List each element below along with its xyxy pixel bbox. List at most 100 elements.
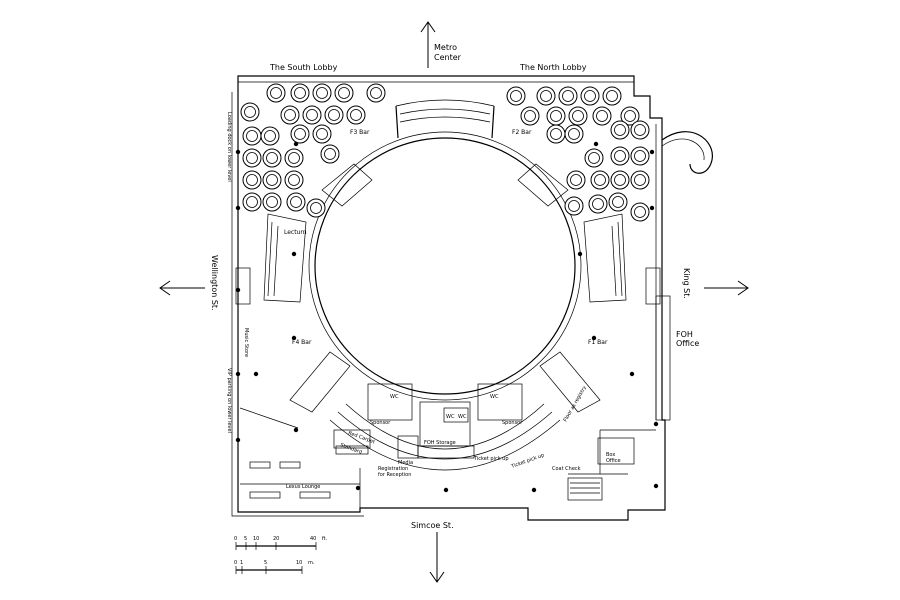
round-table [312, 83, 332, 103]
round-table [262, 192, 282, 212]
wc-left-label: WC [390, 394, 399, 400]
round-table [284, 148, 304, 168]
vip-parking-note: VIP parking on lower level [226, 368, 232, 433]
registry-note: Floor as registry [563, 385, 588, 423]
red-carpet-label: Red Carpet [347, 430, 375, 445]
scale-ft-unit: ft. [322, 536, 328, 542]
round-table [620, 106, 640, 126]
round-table [630, 146, 650, 166]
round-table [320, 144, 340, 164]
round-table [602, 86, 622, 106]
round-table [580, 86, 600, 106]
round-table [630, 120, 650, 140]
south-lobby-tables [240, 83, 386, 218]
round-table [312, 124, 332, 144]
round-table [262, 170, 282, 190]
lecturn-label: Lecturn [284, 229, 307, 236]
round-table [242, 126, 262, 146]
coat-check-label: Coat Check [552, 466, 581, 472]
south-lobby-label: The South Lobby [269, 63, 338, 72]
f3-bar-label: F3 Bar [350, 129, 370, 136]
west-label: Wellington St. [210, 255, 219, 311]
north-lobby-tables [506, 86, 650, 222]
south-label: Simcoe St. [411, 521, 454, 530]
round-table [334, 83, 354, 103]
east-arrow [704, 280, 749, 296]
round-table [536, 86, 556, 106]
round-table [558, 86, 578, 106]
round-table [610, 120, 630, 140]
round-table [290, 83, 310, 103]
round-table [242, 170, 262, 190]
scale-m-unit: m. [308, 560, 315, 566]
south-arrow [429, 532, 445, 583]
lexus-lounge-label: Lexus Lounge [286, 484, 320, 490]
loading-dock-note: Loading dock on lower level [226, 112, 232, 182]
round-table [564, 196, 584, 216]
round-table [262, 148, 282, 168]
scale-ft-20: 20 [273, 536, 279, 542]
round-table [242, 192, 262, 212]
f1-bar-label: F1 Bar [588, 339, 608, 346]
round-table [366, 83, 386, 103]
round-table [610, 146, 630, 166]
round-table [584, 148, 604, 168]
scale-ft-5: 5 [244, 536, 247, 542]
round-table [286, 192, 306, 212]
ticket-pickup-left-label: Ticket pick up [473, 456, 509, 462]
round-table [520, 106, 540, 126]
wc-right-label: WC [490, 394, 499, 400]
scale-m-0: 0 [234, 560, 237, 566]
round-table [290, 124, 310, 144]
arena-floor [308, 131, 582, 401]
north-arrow [420, 21, 436, 68]
round-table [592, 106, 612, 126]
sponsor-right-label: Sponsor [502, 420, 523, 426]
foh-storage-label: FOH Storage [424, 440, 456, 446]
round-table [546, 124, 566, 144]
round-table [302, 105, 322, 125]
round-table [564, 124, 584, 144]
spiral-stair [661, 131, 713, 174]
f4-bar-label: F4 Bar [292, 339, 312, 346]
round-table [568, 106, 588, 126]
round-table [630, 202, 650, 222]
round-table [608, 192, 628, 212]
media-label: Media [398, 460, 413, 466]
round-table [588, 194, 608, 214]
wc-mid-b-label: WC [458, 414, 467, 420]
round-table [324, 105, 344, 125]
round-table [346, 105, 366, 125]
round-table [610, 170, 630, 190]
east-label: King St. [682, 268, 691, 299]
music-store-label: Music Store [243, 328, 249, 357]
west-arrow [159, 280, 205, 296]
round-table [284, 170, 304, 190]
scale-m-5: 5 [264, 560, 267, 566]
round-table [566, 170, 586, 190]
scale-m-10: 10 [296, 560, 302, 566]
round-table [306, 198, 326, 218]
scale-bar-meters: 0 1 5 10 m. [234, 560, 315, 574]
ticket-pickup-right-label: Ticket pick up [510, 452, 545, 470]
round-table [546, 106, 566, 126]
seating-bowl [263, 99, 627, 471]
round-table [260, 126, 280, 146]
scale-ft-40: 40 [310, 536, 316, 542]
north-lobby-label: The North Lobby [519, 63, 587, 72]
sponsor-left-label: Sponsor [370, 420, 391, 426]
round-table [266, 83, 286, 103]
stand-label: Standard [339, 442, 362, 455]
round-table [242, 148, 262, 168]
inner-rooms [249, 383, 635, 499]
round-table [240, 102, 260, 122]
columns [235, 141, 659, 493]
scale-ft-0: 0 [234, 536, 237, 542]
wc-mid-a-label: WC [446, 414, 455, 420]
scale-m-1: 1 [240, 560, 243, 566]
round-table [280, 105, 300, 125]
